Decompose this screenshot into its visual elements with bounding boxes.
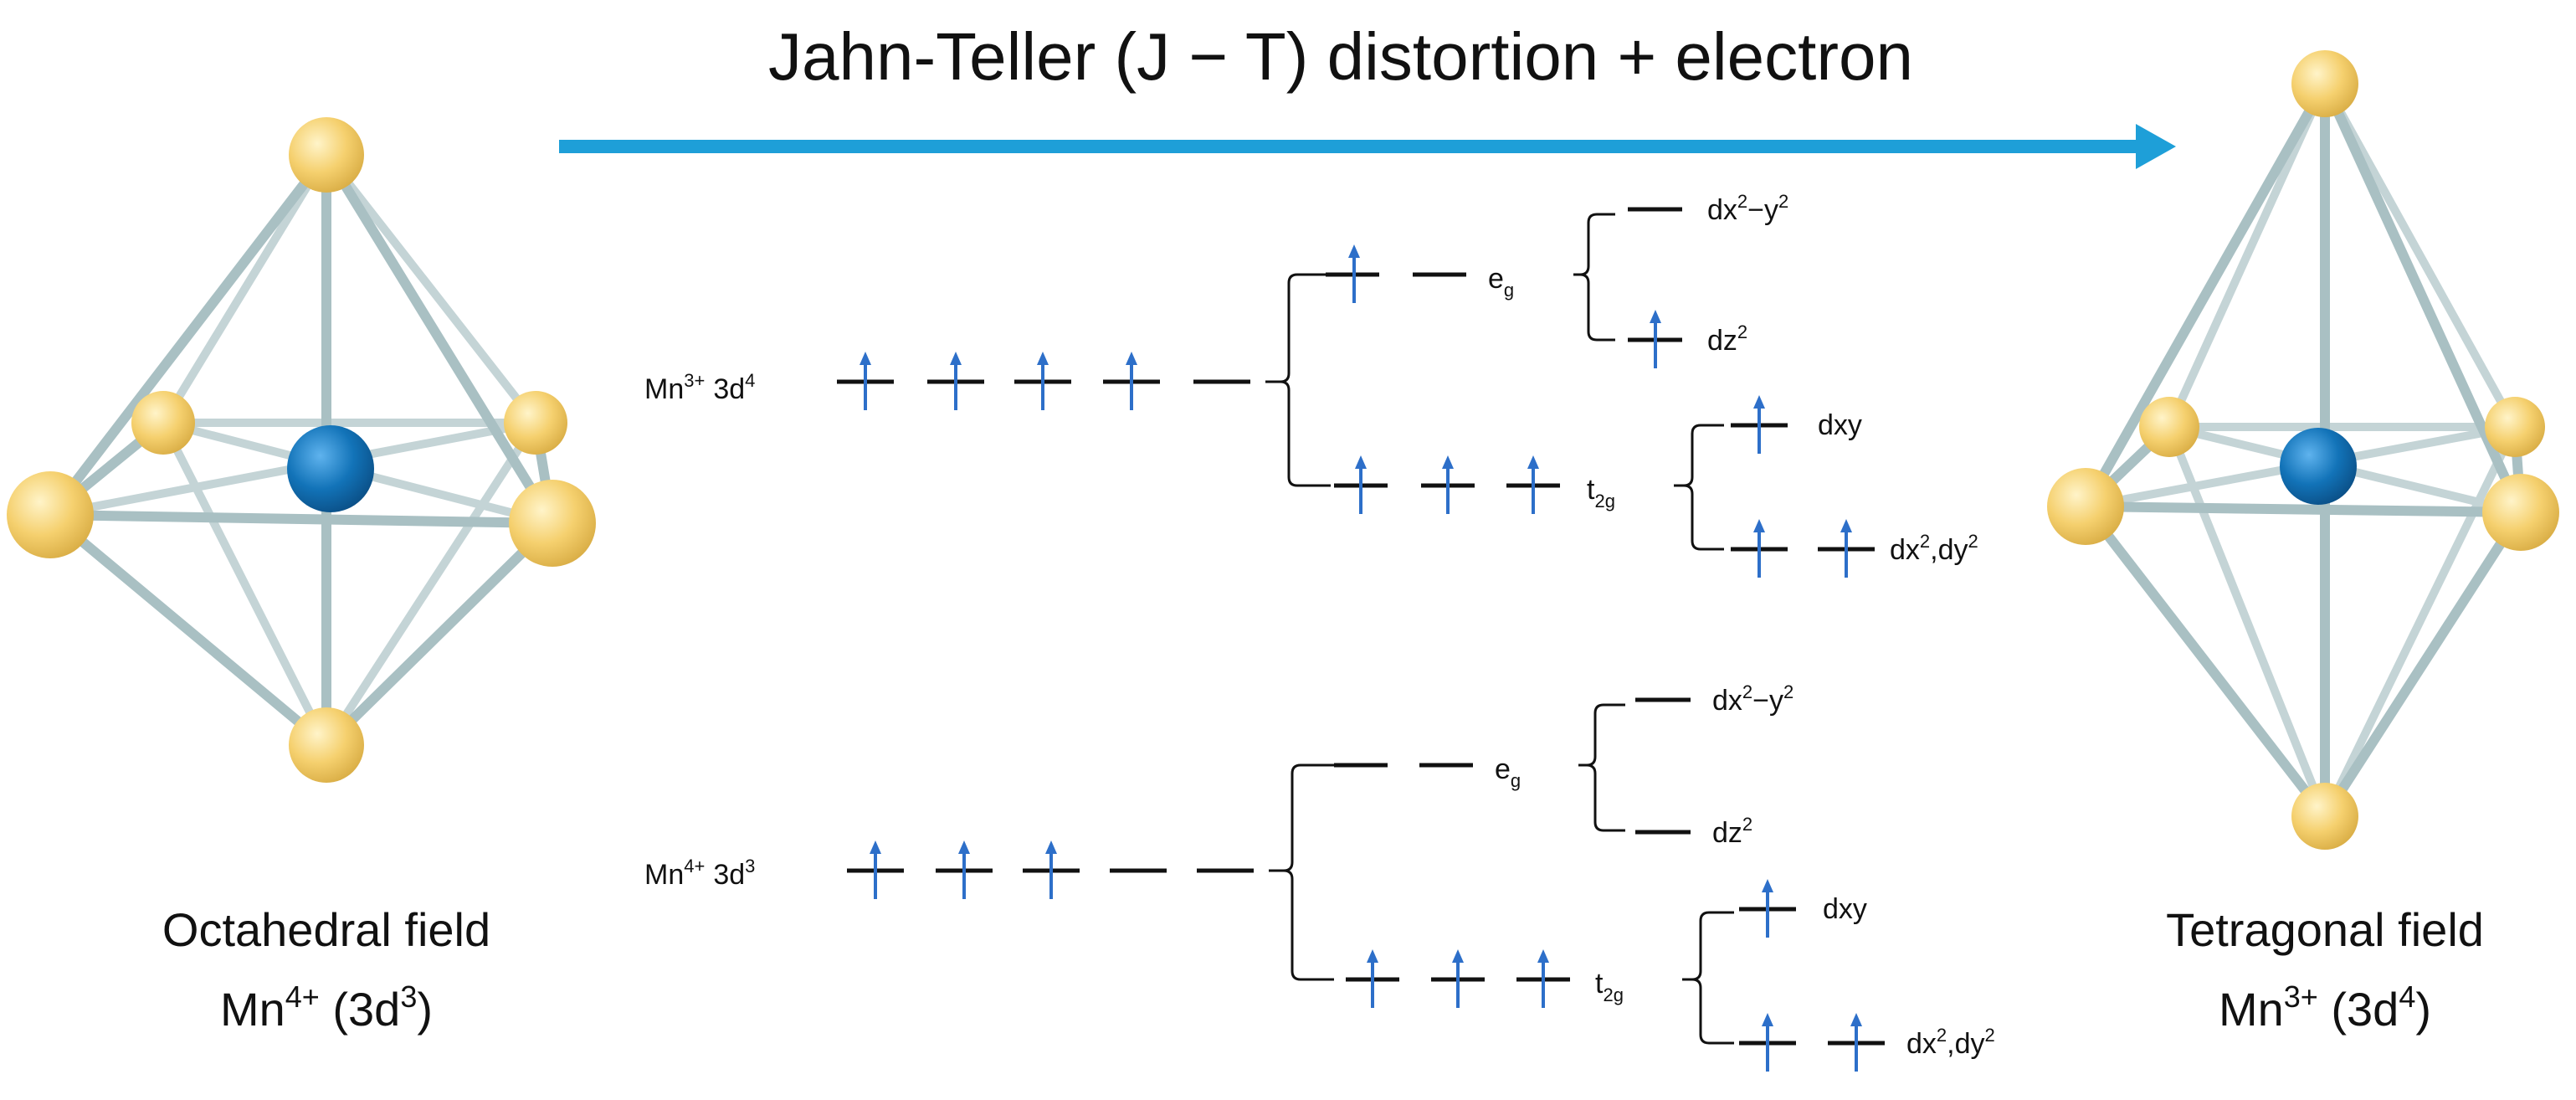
ligand-atom-right — [509, 480, 596, 567]
mn3-ion-label: Mn3+3d4 — [644, 370, 755, 405]
spin-up-arrow — [1850, 1013, 1862, 1072]
mn3-free-ion-spins — [860, 352, 1137, 410]
figure-title: Jahn-Teller (J − T) distortion + electro… — [768, 19, 1913, 94]
ligand-atom-left — [2047, 468, 2124, 545]
mn4-energy-diagram: Mn4+3d3 eg t2g dx2−y2 dz2 — [644, 681, 1995, 1072]
ligand-atom-left — [7, 471, 94, 558]
spin-up-arrow — [1452, 949, 1464, 1008]
spin-up-arrow — [1753, 395, 1765, 454]
mn4-free-ion-spins — [870, 840, 1057, 899]
mn3-dz2-label: dz2 — [1707, 321, 1747, 357]
ligand-atom-bottom — [2291, 783, 2358, 850]
spin-up-arrow — [1840, 519, 1852, 578]
spin-up-arrow — [1037, 352, 1049, 410]
mn4-split-bracket — [1269, 763, 1334, 981]
ligand-atom-right — [2482, 474, 2559, 551]
mn3-dx2-dy2-label: dx2,dy2 — [1890, 531, 1978, 566]
tetragonal-caption-line2: Mn3+ (3d4) — [2219, 979, 2431, 1036]
mn3-eg-label: eg — [1488, 263, 1514, 301]
mn4-dx2-dy2-label: dx2,dy2 — [1906, 1025, 1995, 1060]
spin-up-arrow — [1650, 310, 1661, 368]
octahedron-structure — [7, 117, 596, 783]
ligand-atom-top — [2291, 50, 2358, 117]
metal-atom — [287, 425, 374, 512]
mn4-t2g-split-bracket — [1682, 911, 1734, 1045]
spin-up-arrow — [1348, 244, 1360, 303]
mn4-t2g-label: t2g — [1595, 968, 1624, 1005]
mn4-ion-label: Mn4+3d3 — [644, 856, 755, 891]
octahedral-caption-line1: Octahedral field — [162, 903, 490, 956]
spin-up-arrow — [958, 840, 970, 899]
mn3-energy-diagram: Mn3+3d4 eg t2g dx2−y2 dz2 — [644, 191, 1978, 578]
spin-up-arrow — [860, 352, 871, 410]
spin-up-arrow — [1762, 879, 1773, 938]
mn3-dxy-label: dxy — [1818, 409, 1862, 441]
spin-up-arrow — [1753, 519, 1765, 578]
distortion-arrow — [559, 124, 2176, 169]
mn3-t2g-split-bracket — [1674, 424, 1724, 551]
spin-up-arrow — [1045, 840, 1057, 899]
ligand-atom-back-right — [2485, 397, 2545, 457]
spin-up-arrow — [1442, 455, 1454, 514]
spin-up-arrow — [1762, 1013, 1773, 1072]
ligand-atom-back-right — [504, 391, 567, 455]
spin-up-arrow — [1527, 455, 1539, 514]
tetragonal-caption-line1: Tetragonal field — [2166, 903, 2484, 956]
mn4-dz2-label: dz2 — [1712, 814, 1752, 849]
tetragonal-structure — [2047, 50, 2559, 850]
mn4-dx2-y2-label: dx2−y2 — [1712, 681, 1793, 717]
mn3-t2g-label: t2g — [1587, 474, 1615, 511]
spin-up-arrow — [1367, 949, 1378, 1008]
spin-up-arrow — [950, 352, 962, 410]
mn3-eg-split-bracket — [1573, 213, 1615, 342]
mn4-dxy-label: dxy — [1823, 893, 1867, 925]
spin-up-arrow — [1537, 949, 1549, 1008]
spin-up-arrow — [1355, 455, 1367, 514]
mn3-split-bracket — [1265, 273, 1331, 487]
mn3-dx2-y2-label: dx2−y2 — [1707, 191, 1788, 226]
mn4-eg-label: eg — [1495, 753, 1521, 791]
metal-atom — [2280, 428, 2357, 505]
spin-up-arrow — [870, 840, 881, 899]
ligand-atom-back-left — [131, 391, 195, 455]
octahedral-caption-line2: Mn4+ (3d3) — [220, 979, 433, 1036]
ligand-atom-bottom — [289, 707, 364, 783]
ligand-atom-top — [289, 117, 364, 193]
mn4-eg-split-bracket — [1578, 703, 1625, 832]
ligand-atom-back-left — [2139, 397, 2199, 457]
spin-up-arrow — [1126, 352, 1137, 410]
